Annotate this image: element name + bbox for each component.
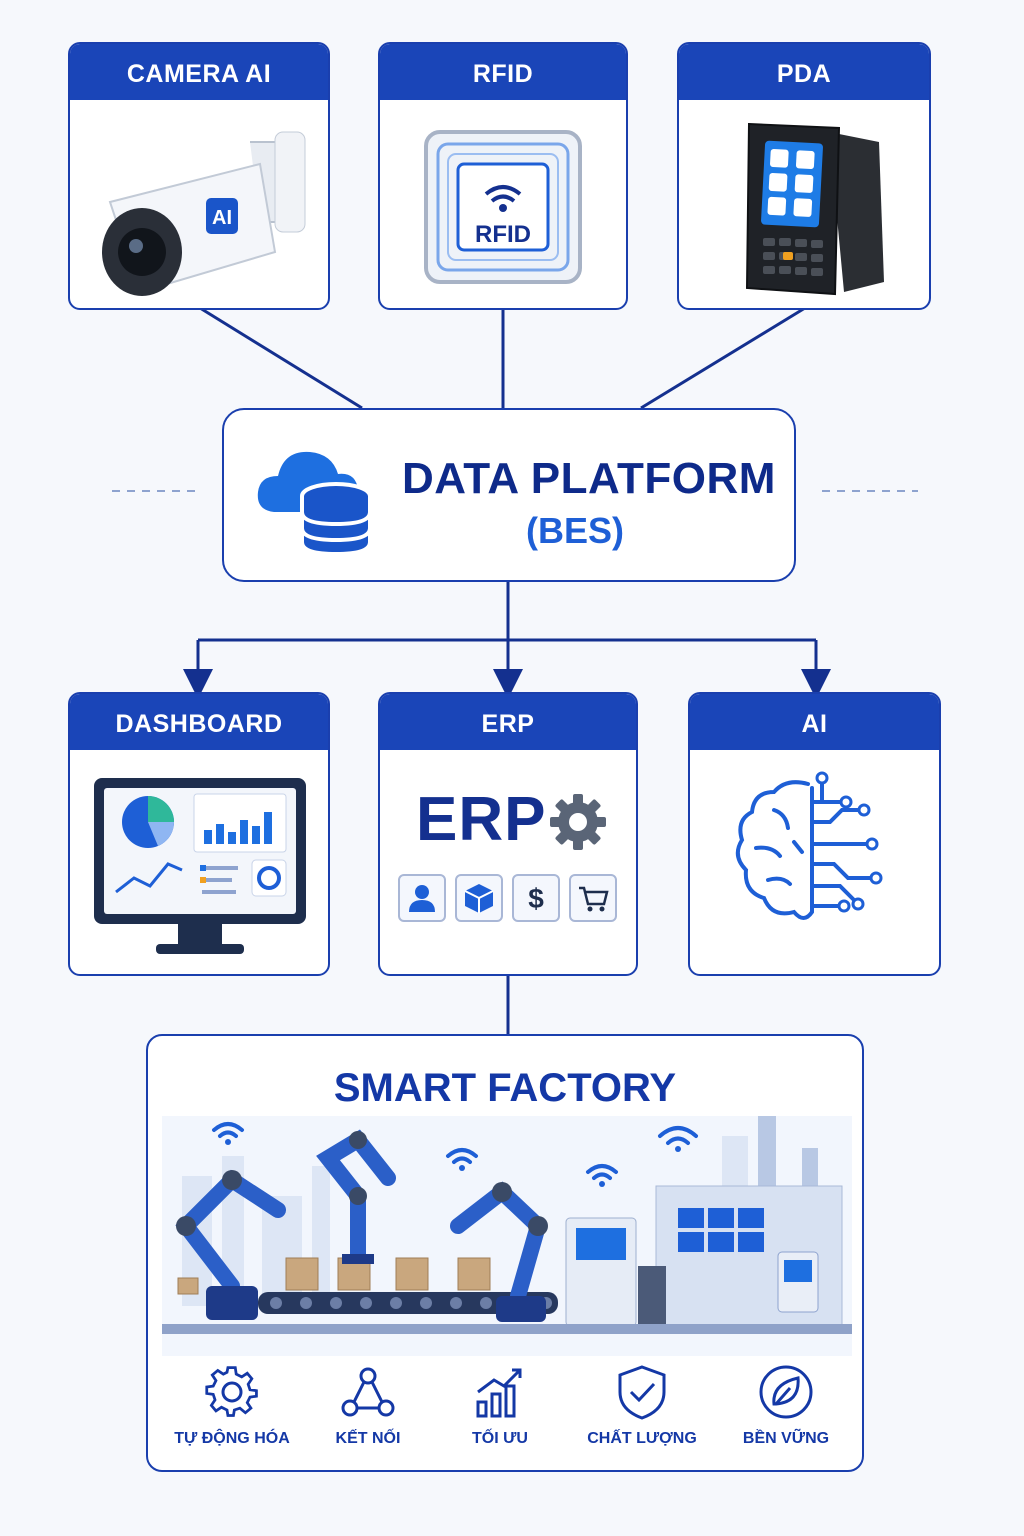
feature-label: TỰ ĐỘNG HÓA bbox=[174, 1430, 290, 1447]
erp-gear-icon bbox=[550, 794, 606, 850]
factory-title: SMART FACTORY bbox=[333, 1066, 677, 1110]
shield-check-icon bbox=[618, 1365, 666, 1420]
feature-label: KẾT NỐI bbox=[335, 1430, 401, 1447]
gear-icon bbox=[205, 1366, 258, 1417]
data-platform-box[interactable]: DATA PLATFORM (BES) bbox=[222, 408, 796, 582]
security-camera-icon: AI bbox=[102, 131, 306, 296]
erp-word: ERP bbox=[416, 785, 547, 854]
camera-ai-label: CAMERA AI bbox=[70, 44, 328, 100]
wifi-icon bbox=[212, 1122, 698, 1180]
feature-quality: CHẤT LƯỢNG bbox=[572, 1364, 712, 1448]
ai-label: AI bbox=[690, 694, 939, 750]
smart-factory-box[interactable]: SMART FACTORY bbox=[146, 1034, 864, 1472]
rfid-tag-icon: RFID bbox=[424, 130, 582, 284]
dashboard-label: DASHBOARD bbox=[70, 694, 328, 750]
feature-label: TỐI ƯU bbox=[472, 1430, 528, 1447]
platform-title: DATA PLATFORM bbox=[402, 454, 776, 503]
leaf-icon bbox=[759, 1365, 813, 1419]
dollar-module-icon: $ bbox=[512, 874, 560, 922]
network-icon bbox=[341, 1367, 395, 1417]
monitor-dashboard-icon bbox=[94, 778, 306, 954]
pda-card[interactable]: PDA bbox=[677, 42, 931, 310]
erp-card[interactable]: ERP ERP $ bbox=[378, 692, 638, 976]
feature-label: BỀN VỮNG bbox=[742, 1430, 830, 1447]
feature-label: CHẤT LƯỢNG bbox=[587, 1430, 697, 1447]
camera-ai-card[interactable]: CAMERA AI AI bbox=[68, 42, 330, 310]
cart-module-icon bbox=[569, 874, 617, 922]
rfid-card[interactable]: RFID RFID bbox=[378, 42, 628, 310]
dashboard-card[interactable]: DASHBOARD bbox=[68, 692, 330, 976]
platform-subtitle: (BES) bbox=[526, 510, 624, 551]
ai-card[interactable]: AI bbox=[688, 692, 941, 976]
handheld-scanner-icon bbox=[745, 122, 884, 296]
factory-illustration bbox=[162, 1116, 852, 1356]
feature-automation: TỰ ĐỘNG HÓA bbox=[162, 1364, 302, 1448]
box-module-icon bbox=[455, 874, 503, 922]
feature-sustainable: BỀN VỮNG bbox=[716, 1364, 856, 1448]
cloud-database-icon bbox=[257, 451, 372, 557]
user-module-icon bbox=[398, 874, 446, 922]
rfid-label: RFID bbox=[380, 44, 626, 100]
growth-chart-icon bbox=[476, 1368, 522, 1418]
feature-optimize: TỐI ƯU bbox=[430, 1364, 570, 1448]
circuit-brain-icon bbox=[735, 771, 883, 920]
svg-text:$: $ bbox=[528, 883, 544, 914]
rfid-badge: RFID bbox=[475, 221, 531, 248]
erp-label: ERP bbox=[380, 694, 636, 750]
feature-connect: KẾT NỐI bbox=[298, 1364, 438, 1448]
pda-label: PDA bbox=[679, 44, 929, 100]
camera-ai-badge: AI bbox=[212, 207, 232, 229]
